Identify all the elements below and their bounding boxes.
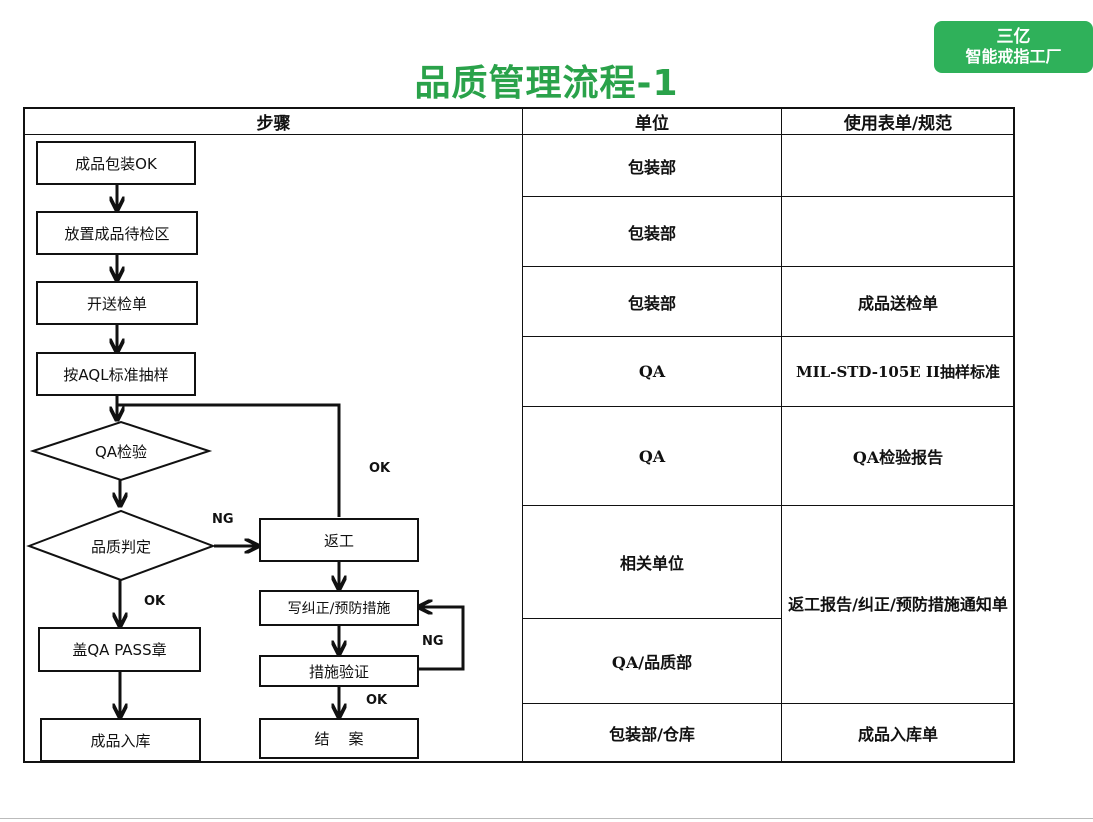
step-qa-pass-stamp: 盖QA PASS章	[38, 627, 201, 672]
header-steps: 步骤	[256, 113, 291, 134]
company-logo: 三亿 智能戒指工厂	[934, 21, 1093, 73]
step-verify: 措施验证	[259, 655, 419, 687]
unit-cell: QA	[638, 362, 666, 381]
unit-cell: 包装部	[627, 223, 676, 243]
header-divider	[23, 134, 1015, 135]
row-divider	[522, 618, 781, 619]
decision-qa-inspect-label: QA检验	[94, 443, 148, 461]
header-unit: 单位	[635, 113, 669, 134]
unit-cell: 包装部	[627, 157, 676, 177]
label-ok-loop: OK	[369, 461, 391, 476]
logo-line2: 智能戒指工厂	[965, 47, 1062, 66]
row-divider	[522, 505, 1015, 506]
step-open-slip: 开送检单	[36, 281, 198, 325]
decision-quality-judge	[26, 509, 216, 582]
form-cell: 成品入库单	[857, 725, 938, 744]
step-pack-ok: 成品包装OK	[36, 141, 196, 185]
column-divider-1	[522, 107, 523, 763]
step-write-capa: 写纠正/预防措施	[259, 590, 419, 626]
decision-quality-judge-label: 品质判定	[90, 538, 151, 556]
column-divider-2	[781, 107, 782, 763]
form-cell: 成品送检单	[857, 293, 938, 313]
label-ng-rework: NG	[212, 512, 234, 527]
row-divider	[522, 196, 1015, 197]
form-cell-merged: 返工报告/纠正/预防措施通知单	[788, 594, 1008, 614]
row-divider	[522, 266, 1015, 267]
process-table	[23, 107, 1015, 763]
row-divider	[522, 336, 1015, 337]
unit-cell: 相关单位	[619, 554, 684, 573]
label-ng-verify: NG	[422, 634, 444, 649]
form-cell: QA检验报告	[852, 448, 944, 467]
unit-cell: QA/品质部	[611, 653, 693, 672]
unit-cell: 包装部/仓库	[609, 725, 695, 744]
step-to-warehouse: 成品入库	[40, 718, 201, 762]
step-place-area: 放置成品待检区	[36, 211, 198, 255]
label-ok-close: OK	[366, 693, 388, 708]
footer-divider	[0, 818, 1093, 819]
row-divider	[522, 703, 1015, 704]
unit-cell: 包装部	[627, 293, 676, 313]
step-close: 结 案	[259, 718, 419, 759]
form-cell: MIL-STD-105E II抽样标准	[796, 363, 1000, 381]
logo-line1: 三亿	[996, 27, 1031, 47]
unit-cell: QA	[638, 446, 666, 466]
row-divider	[522, 406, 1015, 407]
step-rework: 返工	[259, 518, 419, 562]
step-sample: 按AQL标准抽样	[36, 352, 196, 396]
decision-qa-inspect	[29, 420, 213, 482]
label-ok-pass: OK	[144, 594, 166, 609]
page-title: 品质管理流程-1	[414, 63, 679, 104]
header-forms: 使用表单/规范	[843, 113, 953, 134]
